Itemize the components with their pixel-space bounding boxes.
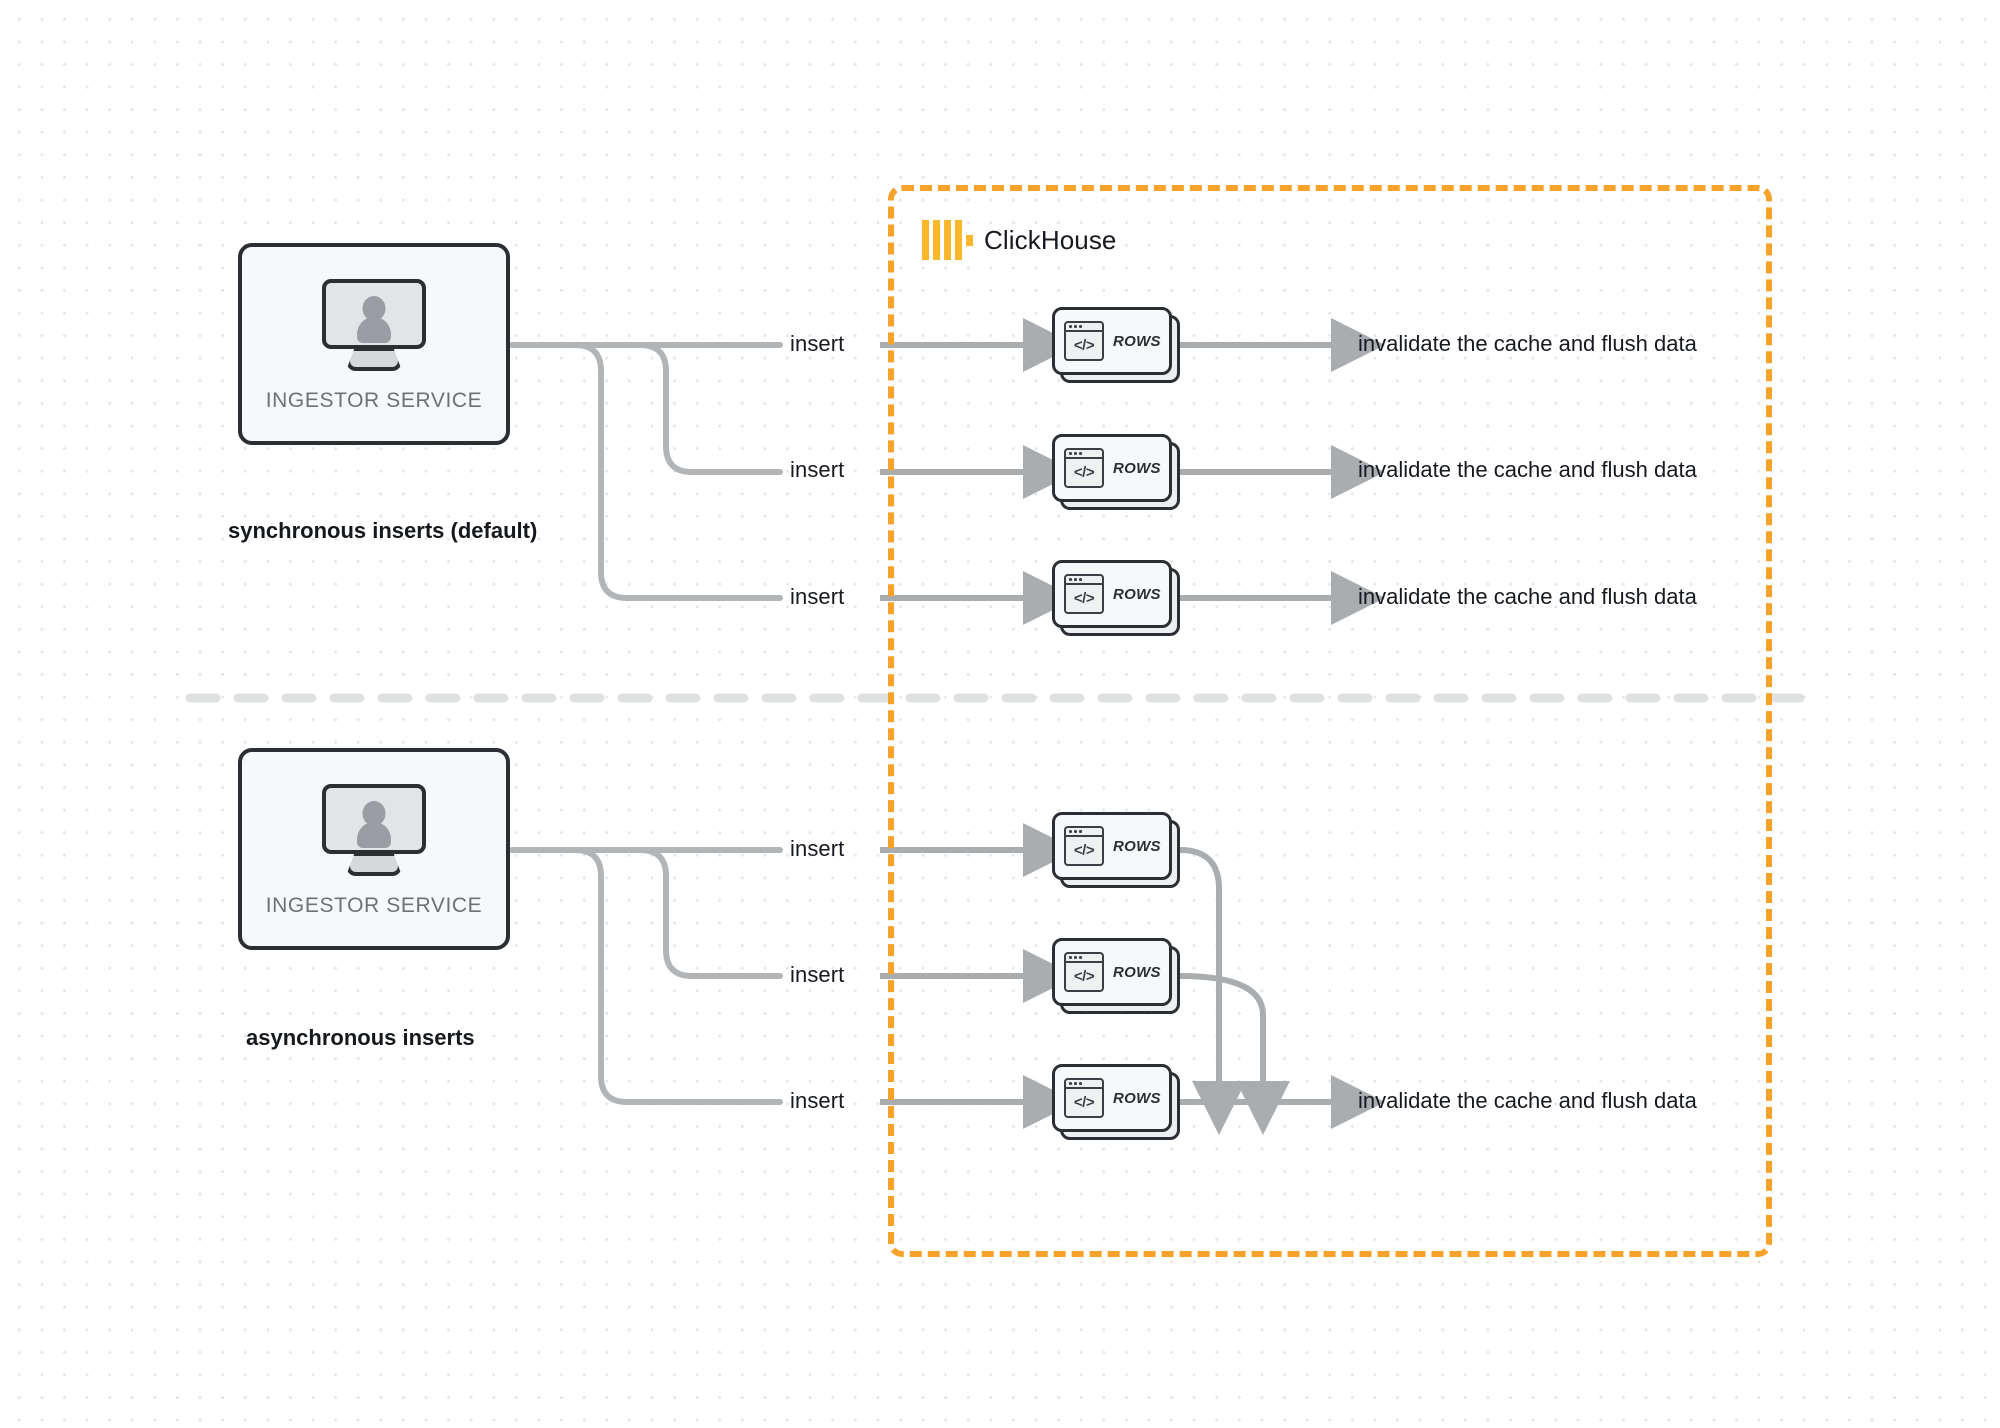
code-window-icon: </> [1064, 952, 1104, 992]
rows-card-async-3[interactable]: </> ROWS [1052, 1064, 1180, 1140]
edge-label-invalidate-async-1: invalidate the cache and flush data [1358, 1088, 1697, 1113]
code-window-icon: </> [1064, 826, 1104, 866]
code-glyph: </> [1073, 842, 1095, 859]
rows-card-sync-1[interactable]: </> ROWS [1052, 307, 1180, 383]
edge-label-insert-async-1: insert [790, 836, 845, 861]
rows-card-front: </> ROWS [1052, 1064, 1172, 1132]
code-glyph: </> [1073, 590, 1095, 607]
code-window-icon: </> [1064, 448, 1104, 488]
clickhouse-boundary [888, 185, 1772, 1257]
clickhouse-label: ClickHouse [984, 224, 1117, 255]
ingestor-service-async[interactable]: INGESTOR SERVICE [238, 748, 510, 950]
edge-label-invalidate-sync-3: invalidate the cache and flush data [1358, 584, 1697, 609]
code-glyph: </> [1073, 968, 1095, 985]
rows-card-front: </> ROWS [1052, 938, 1172, 1006]
code-glyph: </> [1073, 337, 1095, 354]
monitor-user-icon [322, 279, 426, 371]
rows-label: ROWS [1113, 459, 1161, 477]
rows-card-front: </> ROWS [1052, 307, 1172, 375]
clickhouse-logo-icon [922, 220, 973, 260]
rows-label: ROWS [1113, 837, 1161, 855]
monitor-user-icon [322, 784, 426, 876]
edge-label-insert-sync-2: insert [790, 457, 845, 482]
rows-label: ROWS [1113, 332, 1161, 350]
rows-card-front: </> ROWS [1052, 560, 1172, 628]
section-caption-sync: synchronous inserts (default) [228, 518, 538, 543]
clickhouse-logo-group: ClickHouse [922, 220, 1117, 260]
rows-label: ROWS [1113, 1089, 1161, 1107]
section-caption-async: asynchronous inserts [246, 1025, 475, 1050]
code-glyph: </> [1073, 1094, 1095, 1111]
edge-label-invalidate-sync-2: invalidate the cache and flush data [1358, 457, 1697, 482]
rows-card-front: </> ROWS [1052, 434, 1172, 502]
rows-card-async-2[interactable]: </> ROWS [1052, 938, 1180, 1014]
ingestor-service-label-sync: INGESTOR SERVICE [265, 389, 483, 412]
rows-label: ROWS [1113, 585, 1161, 603]
rows-label: ROWS [1113, 963, 1161, 981]
edge-label-insert-sync-3: insert [790, 584, 845, 609]
code-glyph: </> [1073, 464, 1095, 481]
edge-label-insert-sync-1: insert [790, 331, 845, 356]
rows-card-front: </> ROWS [1052, 812, 1172, 880]
edge-label-insert-async-2: insert [790, 962, 845, 987]
ingestor-service-label-async: INGESTOR SERVICE [265, 894, 483, 917]
ingestor-service-sync[interactable]: INGESTOR SERVICE [238, 243, 510, 445]
edge-label-invalidate-sync-1: invalidate the cache and flush data [1358, 331, 1697, 356]
rows-card-sync-3[interactable]: </> ROWS [1052, 560, 1180, 636]
rows-card-sync-2[interactable]: </> ROWS [1052, 434, 1180, 510]
code-window-icon: </> [1064, 321, 1104, 361]
rows-card-async-1[interactable]: </> ROWS [1052, 812, 1180, 888]
code-window-icon: </> [1064, 574, 1104, 614]
edge-label-insert-async-3: insert [790, 1088, 845, 1113]
code-window-icon: </> [1064, 1078, 1104, 1118]
